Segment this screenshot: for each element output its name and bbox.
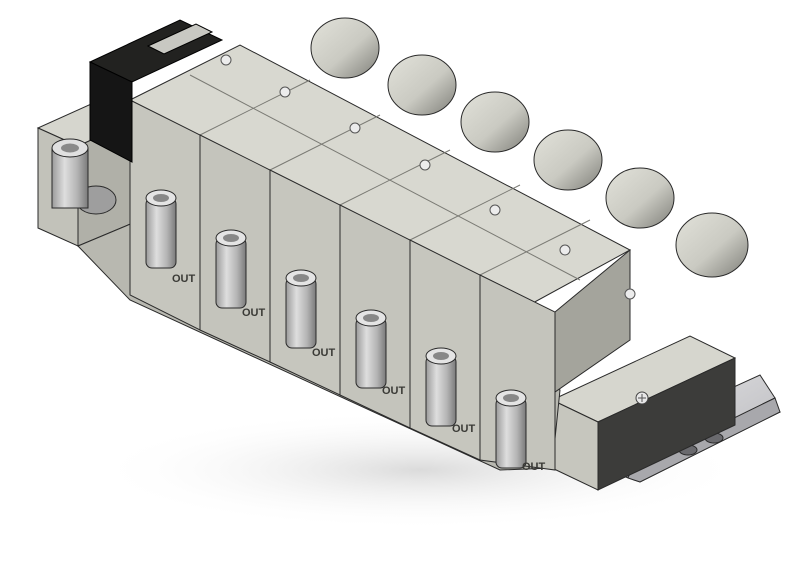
- knob-6: [675, 212, 749, 278]
- knob-2: [387, 54, 457, 116]
- knob-3: [460, 91, 530, 153]
- screw-icon: [559, 244, 571, 256]
- screw-icon: [624, 288, 636, 300]
- out-fittings: OUT OUT OUT OUT OUT: [145, 189, 546, 473]
- elbow-fitting: [51, 138, 117, 215]
- station-label: OUT: [312, 347, 336, 359]
- station-label: OUT: [172, 273, 196, 285]
- screw-icon: [419, 159, 431, 171]
- station-label: OUT: [382, 385, 406, 397]
- pressure-gauge: [88, 19, 224, 163]
- regulator-knobs: [310, 17, 749, 278]
- gauge-window: [146, 23, 214, 55]
- screw-icon: [279, 86, 291, 98]
- out-fitting-4: OUT: [355, 309, 406, 397]
- out-fitting-2: OUT: [215, 229, 266, 319]
- knob-4: [533, 129, 603, 191]
- top-screws: [220, 54, 636, 300]
- station-label: OUT: [522, 461, 546, 473]
- screw-icon: [489, 204, 501, 216]
- right-end-bracket: [550, 335, 737, 491]
- knob-1: [310, 17, 380, 79]
- knob-5: [605, 167, 675, 229]
- out-fitting-6: OUT: [495, 389, 546, 473]
- screw-icon: [220, 54, 232, 66]
- out-fitting-1: OUT: [145, 189, 196, 285]
- out-fitting-5: OUT: [425, 347, 476, 435]
- station-label: OUT: [452, 423, 476, 435]
- station-label: OUT: [242, 307, 266, 319]
- screw-icon: [349, 122, 361, 134]
- out-fitting-3: OUT: [285, 269, 336, 359]
